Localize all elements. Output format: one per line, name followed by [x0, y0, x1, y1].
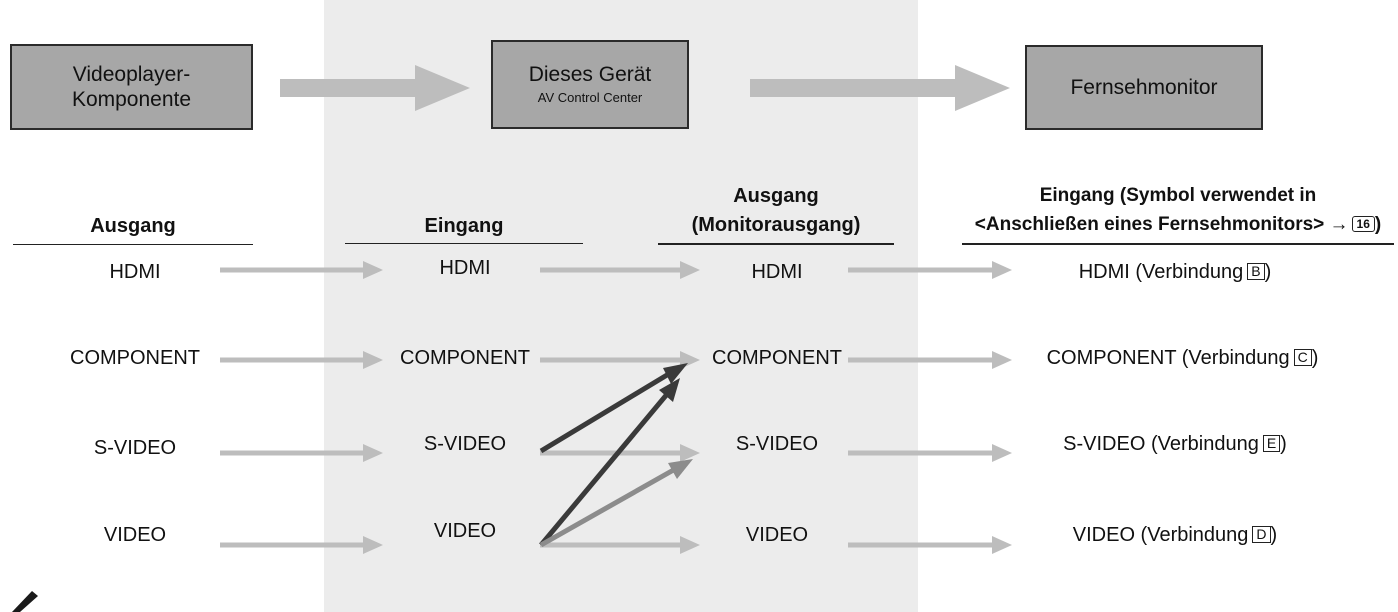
- arrow-video-to-svideo: [539, 465, 679, 548]
- flow-arrow-head-hdmi-3: [992, 261, 1012, 279]
- monitor-box-label: Fernsehmonitor: [1070, 76, 1218, 99]
- row-svideo-monitor-out: S-VIDEO: [735, 433, 819, 455]
- row-svideo-device-in: S-VIDEO: [423, 433, 507, 455]
- row-component-source: COMPONENT: [70, 347, 200, 369]
- monitor-box: Fernsehmonitor: [1025, 45, 1263, 130]
- row-component-monitor-out: COMPONENT: [712, 347, 842, 369]
- header-rule-monitor-output: [658, 243, 894, 245]
- header-tv-input-2: <Anschließen eines Fernsehmonitors> →16): [962, 212, 1394, 238]
- header-monitor-output-2: (Monitorausgang): [691, 214, 861, 236]
- header-rule-tv-input: [962, 243, 1394, 245]
- arrow-video-to-svideo-head: [668, 459, 693, 479]
- arrow-video-to-component-head: [659, 378, 680, 402]
- arrow-svideo-to-component: [539, 369, 674, 454]
- source-box-label: Videoplayer- Komponente: [71, 63, 192, 111]
- flow-arrow-head-svideo-2: [680, 444, 700, 462]
- row-video-tv-text: VIDEO (Verbindung: [1072, 524, 1249, 546]
- connection-key-d: D: [1252, 526, 1271, 543]
- pencil-icon: [12, 591, 38, 612]
- page-reference-icon: 16: [1351, 216, 1375, 232]
- header-device-input: Eingang: [424, 215, 504, 237]
- header-tv-input-text: <Anschließen eines Fernsehmonitors> →: [974, 214, 1349, 235]
- header-rule-device-input: [345, 243, 583, 244]
- row-hdmi-device-in: HDMI: [439, 257, 491, 279]
- flow-arrow-head-svideo-3: [992, 444, 1012, 462]
- header-monitor-output-1: Ausgang: [733, 185, 819, 207]
- flow-arrow-head-component-3: [992, 351, 1012, 369]
- flow-arrow-head-video-3: [992, 536, 1012, 554]
- flow-arrow-head-svideo-1: [363, 444, 383, 462]
- flow-arrow-head-video-2: [680, 536, 700, 554]
- device-box-sublabel: AV Control Center: [537, 90, 643, 105]
- row-svideo-source: S-VIDEO: [93, 437, 177, 459]
- connection-key-e: E: [1262, 435, 1281, 452]
- row-component-tv-text: COMPONENT (Verbindung: [1046, 347, 1290, 369]
- row-svideo-tv-text: S-VIDEO (Verbindung: [1063, 433, 1259, 455]
- arrow-video-to-component: [539, 391, 670, 547]
- header-tv-input-close: ): [1374, 214, 1382, 235]
- row-video-source: VIDEO: [103, 524, 167, 546]
- connection-key-c: C: [1293, 349, 1312, 366]
- row-hdmi-source: HDMI: [109, 261, 161, 283]
- flow-arrow-head-video-1: [363, 536, 383, 554]
- row-video-device-in: VIDEO: [433, 520, 497, 542]
- device-box-label: Dieses Gerät: [528, 63, 652, 86]
- row-video-monitor-out: VIDEO: [745, 524, 809, 546]
- row-hdmi-tv-text: HDMI (Verbindung: [1078, 261, 1244, 283]
- flow-arrow-head-hdmi-2: [680, 261, 700, 279]
- arrow-svideo-to-component-head: [663, 363, 688, 384]
- upconvert-arrows: [539, 363, 693, 548]
- connection-key-b: B: [1247, 263, 1265, 280]
- device-box: Dieses Gerät AV Control Center: [491, 40, 689, 129]
- header-source-output: Ausgang: [90, 215, 176, 237]
- header-rule-source: [13, 244, 253, 245]
- flow-arrow-head-hdmi-1: [363, 261, 383, 279]
- header-tv-input-1: Eingang (Symbol verwendet in: [1039, 185, 1317, 206]
- source-box: Videoplayer- Komponente: [10, 44, 253, 130]
- row-hdmi-monitor-out: HDMI: [751, 261, 803, 283]
- row-component-device-in: COMPONENT: [400, 347, 530, 369]
- block-arrow-source-to-device: [280, 65, 470, 111]
- block-arrow-device-to-monitor: [750, 65, 1010, 111]
- flow-arrow-head-component-1: [363, 351, 383, 369]
